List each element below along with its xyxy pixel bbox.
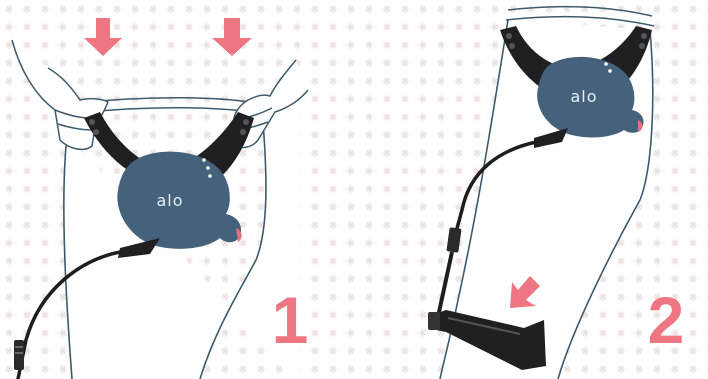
step-number-1: 1	[272, 283, 309, 357]
device-logo-1: alo	[156, 191, 183, 210]
step-number-2: 2	[648, 283, 685, 357]
device-logo-2: alo	[570, 87, 597, 106]
